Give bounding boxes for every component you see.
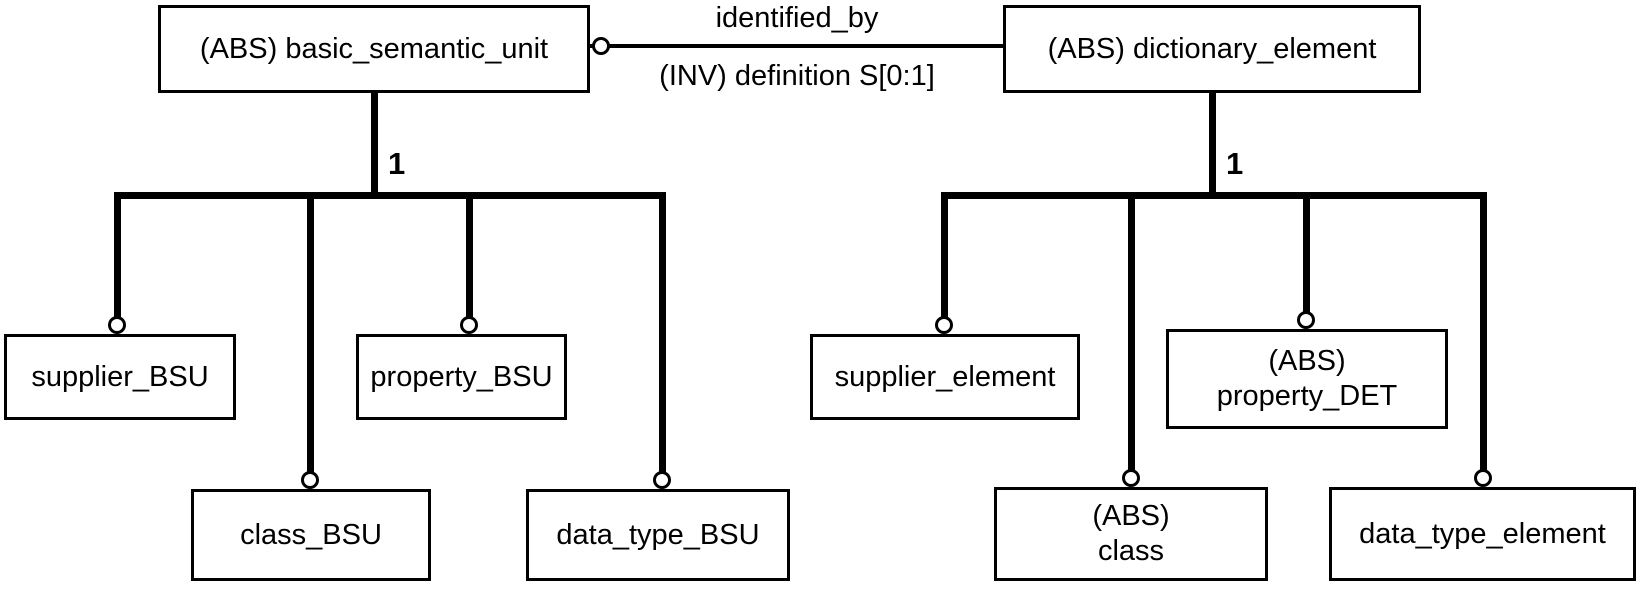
subtype-circle-class-bsu-icon: [301, 471, 319, 489]
subtype-drop-supplier-bsu: [114, 192, 121, 320]
subtype-stem-left: [371, 93, 378, 199]
subtype-drop-data-type-element: [1480, 192, 1487, 472]
subtype-drop-class-bsu: [307, 192, 314, 474]
cardinality-left: 1: [388, 146, 406, 181]
node-supplier-element: supplier_element: [810, 334, 1080, 420]
subtype-circle-data-type-bsu-icon: [653, 471, 671, 489]
edge-identified-by: [590, 44, 1003, 48]
relationship-inverse-label: (INV) definition S[0:1]: [659, 60, 935, 92]
node-data-type-element: data_type_element: [1329, 487, 1636, 581]
node-property-bsu: property_BSU: [356, 334, 567, 420]
subtype-branch-left: [114, 192, 666, 199]
relationship-name-label: identified_by: [715, 2, 879, 34]
relation-origin-circle-icon: [592, 37, 610, 55]
node-supplier-bsu: supplier_BSU: [4, 334, 236, 420]
node-basic-semantic-unit: (ABS) basic_semantic_unit: [158, 5, 590, 93]
cardinality-right: 1: [1226, 146, 1244, 181]
subtype-stem-right: [1209, 93, 1216, 199]
subtype-circle-supplier-bsu-icon: [108, 316, 126, 334]
node-data-type-bsu: data_type_BSU: [526, 489, 790, 581]
subtype-circle-supplier-element-icon: [935, 316, 953, 334]
subtype-circle-property-bsu-icon: [460, 316, 478, 334]
subtype-circle-property-det-icon: [1297, 311, 1315, 329]
node-class: (ABS) class: [994, 487, 1268, 581]
subtype-drop-property-det: [1303, 192, 1310, 315]
subtype-circle-class-icon: [1122, 469, 1140, 487]
node-class-bsu: class_BSU: [191, 489, 431, 581]
node-dictionary-element: (ABS) dictionary_element: [1003, 5, 1421, 93]
subtype-circle-data-type-element-icon: [1474, 469, 1492, 487]
subtype-drop-class: [1128, 192, 1135, 472]
subtype-branch-right: [941, 192, 1487, 199]
subtype-drop-supplier-element: [941, 192, 948, 320]
subtype-drop-data-type-bsu: [659, 192, 666, 474]
subtype-drop-property-bsu: [466, 192, 473, 320]
node-property-det: (ABS) property_DET: [1166, 329, 1448, 429]
